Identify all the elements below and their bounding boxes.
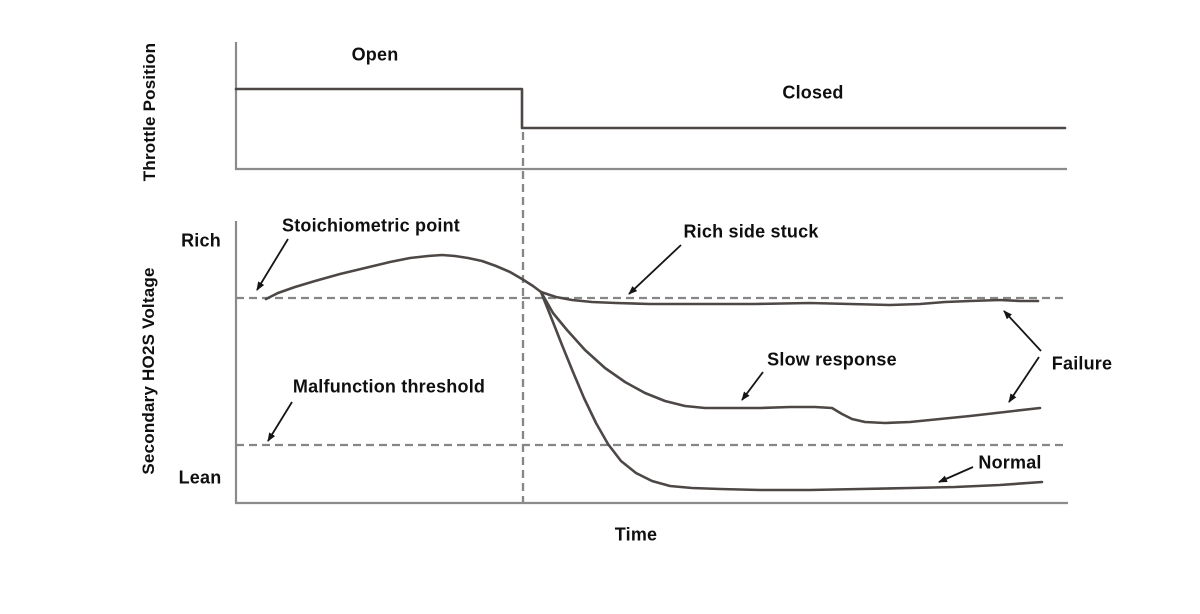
curve-normal	[539, 290, 1044, 492]
ho2s-axis-label: Secondary HO2S Voltage	[139, 267, 158, 475]
failure-upper-arrow	[1003, 310, 1042, 352]
throttle-closed-label: Closed	[782, 82, 844, 103]
curve-slow-response	[539, 290, 1042, 425]
malfunction-threshold-label: Malfunction threshold	[292, 376, 486, 397]
ho2s-panel-axes	[234, 221, 1068, 505]
stoichiometric-arrow	[256, 238, 289, 291]
failure-lower-arrow	[1008, 356, 1040, 403]
curve-common-rich-excursion	[264, 253, 543, 301]
rich-side-stuck-label: Rich side stuck	[683, 221, 819, 242]
rich-tick-label: Rich	[181, 230, 221, 251]
slow-response-label: Slow response	[767, 349, 897, 370]
normal-label: Normal	[978, 452, 1042, 473]
annotation-arrows	[256, 238, 1042, 483]
time-axis-label: Time	[614, 524, 658, 545]
stoichiometric-point-label: Stoichiometric point	[281, 215, 461, 236]
malfunction-threshold-arrow	[267, 401, 293, 442]
curve-throttle-step	[234, 87, 1067, 130]
rich-side-stuck-arrow	[628, 244, 682, 295]
curve-rich-side-stuck	[539, 290, 1040, 307]
throttle-axis-label: Throttle Position	[140, 42, 159, 182]
throttle-panel-axes	[234, 42, 1067, 171]
slow-response-arrow	[741, 371, 764, 401]
throttle-open-label: Open	[351, 44, 399, 65]
signal-curves	[234, 87, 1067, 492]
failure-label: Failure	[1051, 353, 1113, 374]
lean-tick-label: Lean	[178, 467, 222, 488]
normal-arrow	[938, 466, 974, 483]
